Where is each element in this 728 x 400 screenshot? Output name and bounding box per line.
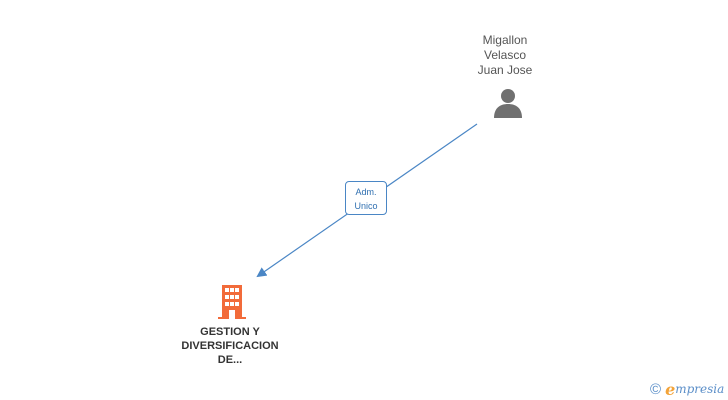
company-name-line-1: GESTION Y [200,326,260,338]
company-name-line-3: DE... [217,354,243,366]
building-icon[interactable] [216,285,248,319]
company-name[interactable]: GESTION Y DIVERSIFICACION DE... [160,325,300,367]
person-name-line-3: Juan Jose [477,63,533,77]
relation-label-line-2: Unico [354,201,378,211]
brand-initial: e [665,379,676,399]
copyright-icon: © [650,380,662,398]
person-name[interactable]: Migallon Velasco Juan Jose [445,33,565,78]
person-name-line-1: Migallon [482,33,528,47]
relation-label[interactable]: Adm. Unico [345,181,387,215]
person-icon[interactable] [492,88,524,118]
person-name-line-2: Velasco [483,48,527,62]
company-name-line-2: DIVERSIFICACION [181,340,279,352]
relation-label-line-1: Adm. [355,187,377,197]
empresia-logo: © e mpresia [650,379,725,399]
brand-name: mpresia [675,382,725,396]
